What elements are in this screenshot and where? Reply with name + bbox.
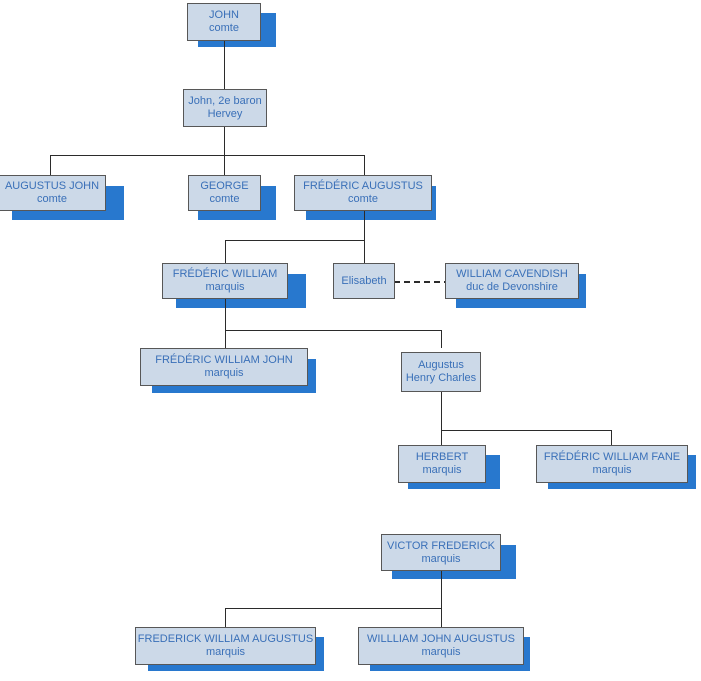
node-title: Henry Charles — [405, 372, 477, 384]
connector-drop-ahc — [441, 330, 442, 348]
node-frederic-augustus[interactable]: FRÉDÉRIC AUGUSTUS comte — [294, 175, 432, 211]
node-frederic-william-fane[interactable]: FRÉDÉRIC WILLIAM FANE marquis — [536, 445, 688, 483]
connector-drop-wja — [441, 608, 442, 627]
node-name: John, 2e baron — [188, 95, 262, 107]
node-victor-frederick[interactable]: VICTOR FREDERICK marquis — [381, 534, 501, 571]
connector-ahc-stem — [441, 392, 442, 430]
connector-marriage-elisabeth-cavendish — [394, 281, 450, 283]
connector-fredaug-stem — [364, 211, 365, 240]
node-william-cavendish[interactable]: WILLIAM CAVENDISH duc de Devonshire — [445, 263, 579, 299]
connector-fredwm-stem — [225, 299, 226, 330]
connector-drop-fredwm — [225, 240, 226, 263]
node-name: VICTOR FREDERICK — [387, 539, 495, 552]
connector-gen3-bus — [225, 240, 365, 241]
node-name: FREDERICK WILLIAM AUGUSTUS — [137, 633, 314, 645]
connector-gen5-bus — [441, 430, 611, 431]
node-name: FRÉDÉRIC WILLIAM FANE — [543, 451, 681, 463]
connector-gen7-bus — [225, 608, 441, 609]
node-title: marquis — [205, 646, 246, 658]
node-title: marquis — [422, 464, 462, 476]
node-title: Hervey — [207, 108, 243, 120]
node-elisabeth[interactable]: Elisabeth — [333, 263, 395, 299]
node-title: comte — [37, 193, 67, 205]
node-title: marquis — [421, 552, 461, 565]
node-george[interactable]: GEORGE comte — [188, 175, 261, 211]
connector-john2-stem — [224, 127, 225, 155]
connector-gen4-bus — [225, 330, 441, 331]
node-name: WILLLIAM JOHN AUGUSTUS — [367, 633, 515, 645]
node-name: FRÉDÉRIC AUGUSTUS — [303, 180, 423, 192]
node-augustus-henry-charles[interactable]: Augustus Henry Charles — [401, 352, 481, 392]
connector-drop-fredaug — [364, 155, 365, 175]
node-title: marquis — [204, 367, 244, 379]
connector-drop-fwa — [225, 608, 226, 627]
node-title: duc de Devonshire — [466, 281, 558, 293]
node-title: comte — [209, 193, 240, 205]
node-title: marquis — [205, 281, 245, 293]
node-augustus-john[interactable]: AUGUSTUS JOHN comte — [0, 175, 106, 211]
node-name: JOHN — [209, 9, 239, 21]
connector-drop-elisabeth — [364, 240, 365, 263]
node-name: WILLIAM CAVENDISH — [456, 268, 568, 280]
connector-john-to-john2 — [224, 41, 225, 89]
node-frederick-william-augustus[interactable]: FREDERICK WILLIAM AUGUSTUS marquis — [135, 627, 316, 665]
node-frederic-william-john[interactable]: FRÉDÉRIC WILLIAM JOHN marquis — [140, 348, 308, 386]
connector-victor-stem — [441, 571, 442, 608]
node-name: GEORGE — [200, 180, 249, 192]
connector-drop-augjohn — [50, 155, 51, 175]
node-name: Augustus — [418, 359, 464, 371]
node-name: Elisabeth — [341, 274, 387, 287]
node-herbert[interactable]: HERBERT marquis — [398, 445, 486, 483]
node-title: marquis — [592, 464, 632, 476]
node-title: comte — [209, 22, 239, 34]
node-john-2e-baron-hervey[interactable]: John, 2e baron Hervey — [183, 89, 267, 127]
connector-drop-fwfane — [611, 430, 612, 445]
node-name: FRÉDÉRIC WILLIAM — [172, 268, 278, 280]
node-willliam-john-augustus[interactable]: WILLLIAM JOHN AUGUSTUS marquis — [358, 627, 524, 665]
node-frederic-william[interactable]: FRÉDÉRIC WILLIAM marquis — [162, 263, 288, 299]
node-title: comte — [348, 193, 378, 205]
connector-drop-george — [224, 155, 225, 175]
node-john[interactable]: JOHN comte — [187, 3, 261, 41]
connector-drop-herbert — [441, 430, 442, 445]
node-title: marquis — [421, 646, 461, 658]
node-name: FRÉDÉRIC WILLIAM JOHN — [155, 354, 293, 366]
connector-gen2-bus — [50, 155, 364, 156]
node-name: AUGUSTUS JOHN — [4, 180, 100, 192]
connector-drop-fwj — [225, 330, 226, 348]
node-name: HERBERT — [415, 451, 469, 463]
